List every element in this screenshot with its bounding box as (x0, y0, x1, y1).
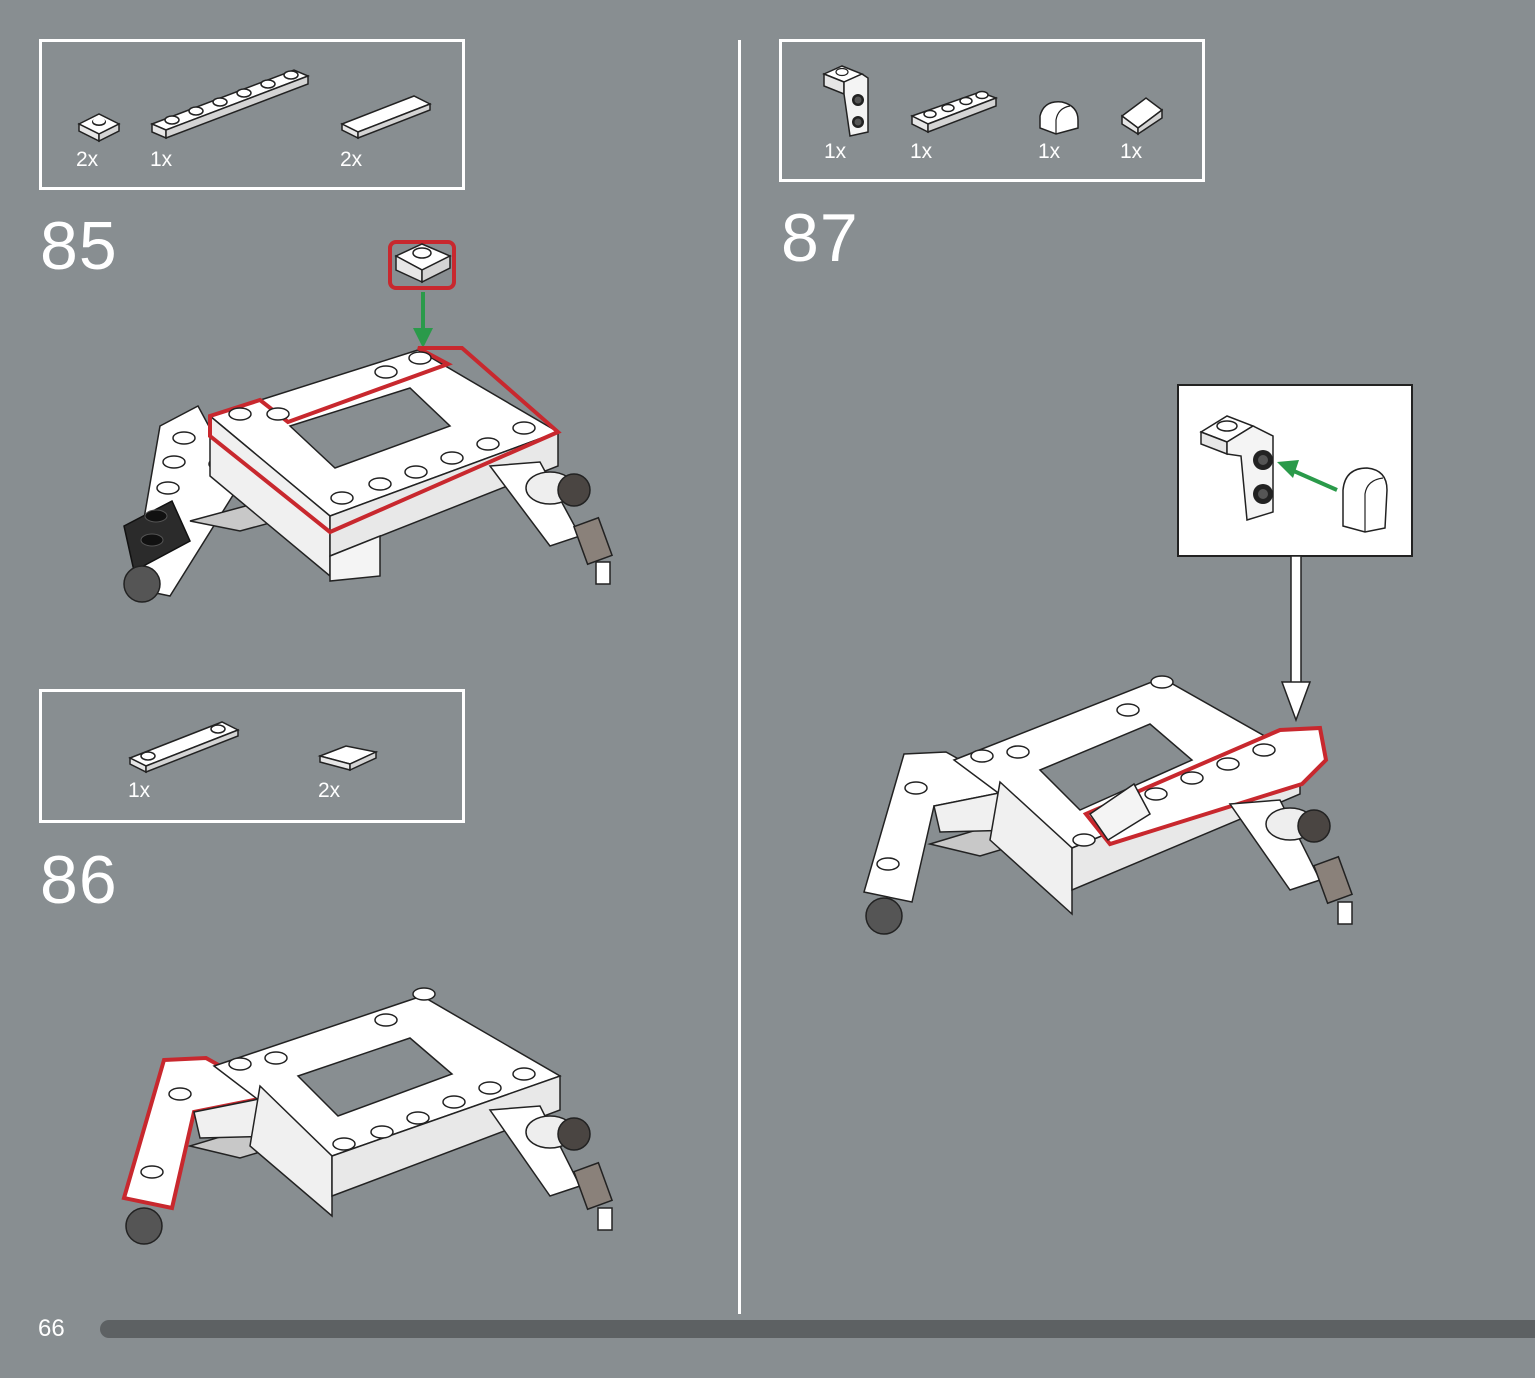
plate-1x6-icon (149, 69, 311, 140)
part-qty: 1x (150, 148, 173, 171)
plate-1x4-two-studs-icon (128, 721, 240, 774)
plate-1x4-icon (910, 90, 999, 134)
parts-list-step-86: 1x 2x (39, 689, 465, 823)
part-qty: 1x (824, 140, 847, 163)
part-qty: 1x (128, 779, 151, 802)
part-qty: 1x (1120, 140, 1143, 163)
bracket-icon (822, 65, 869, 137)
progress-bar (100, 1320, 1535, 1338)
part-qty: 2x (318, 779, 341, 802)
part-qty: 1x (910, 140, 933, 163)
column-divider (738, 40, 741, 1314)
step-number-87: 87 (781, 200, 859, 276)
placement-arrow (1280, 556, 1312, 723)
step-number-85: 85 (40, 208, 118, 284)
sub-assembly-callout (1177, 384, 1413, 557)
part-qty: 2x (76, 148, 99, 171)
step-number-86: 86 (40, 842, 118, 918)
parts-list-step-85: 2x 1x 2x (39, 39, 465, 190)
slope-icon (1120, 97, 1164, 136)
parts-list-step-87: 1x 1x 1x 1x (779, 39, 1205, 182)
sub-assembly-illustration (1199, 415, 1388, 533)
build-model-step-87 (863, 675, 1354, 935)
page-number: 66 (38, 1315, 65, 1342)
wedge-tile-icon (317, 745, 379, 772)
tile-1x4-icon (340, 95, 432, 140)
curved-slope-icon (1039, 101, 1079, 135)
part-qty: 2x (340, 148, 363, 171)
part-qty: 1x (1038, 140, 1061, 163)
plate-1x1-icon (77, 113, 121, 143)
build-model-step-86 (121, 987, 614, 1245)
build-model-step-85 (123, 240, 614, 603)
